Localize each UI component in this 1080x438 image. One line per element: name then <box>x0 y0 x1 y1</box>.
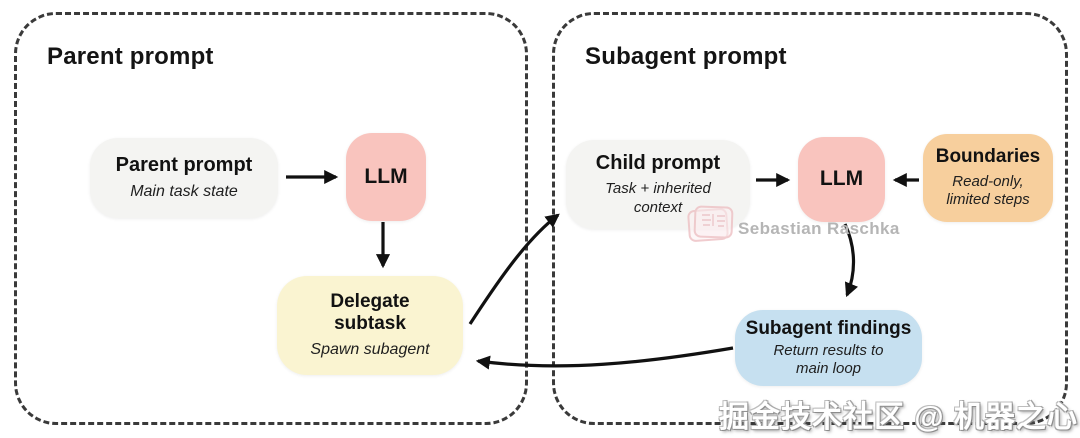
subagent-findings-node: Subagent findings Return results to main… <box>735 310 922 386</box>
subagent-panel-title: Subagent prompt <box>585 43 787 70</box>
subagent-llm-node-title: LLM <box>819 167 864 191</box>
boundaries-node: Boundaries Read-only, limited steps <box>923 134 1053 222</box>
parent-prompt-node-subtitle: Main task state <box>130 183 238 201</box>
parent-prompt-node: Parent prompt Main task state <box>90 138 278 218</box>
boundaries-node-title: Boundaries <box>935 146 1041 168</box>
child-prompt-node: Child prompt Task + inherited context <box>566 140 750 229</box>
author-watermark: Sebastian Raschka <box>738 219 900 238</box>
parent-llm-node: LLM <box>346 133 426 221</box>
child-prompt-node-title: Child prompt <box>595 152 721 175</box>
boundaries-node-subtitle: Read-only, limited steps <box>946 173 1030 209</box>
community-watermark: 掘金技术社区 @ 机器之心 <box>719 401 1078 434</box>
subagent-llm-node: LLM <box>798 137 885 222</box>
subagent-findings-node-title: Subagent findings <box>745 317 912 339</box>
delegate-subtask-node: Delegate subtask Spawn subagent <box>277 276 463 375</box>
parent-prompt-node-title: Parent prompt <box>115 154 253 177</box>
seal-stamp-icon <box>686 203 736 250</box>
subagent-findings-node-subtitle: Return results to main loop <box>773 341 884 377</box>
delegate-subtask-node-title: Delegate subtask <box>330 291 410 335</box>
parent-panel-title: Parent prompt <box>47 43 214 70</box>
delegate-subtask-node-subtitle: Spawn subagent <box>310 341 430 359</box>
parent-llm-node-title: LLM <box>364 164 408 188</box>
child-prompt-node-subtitle: Task + inherited context <box>605 180 711 216</box>
